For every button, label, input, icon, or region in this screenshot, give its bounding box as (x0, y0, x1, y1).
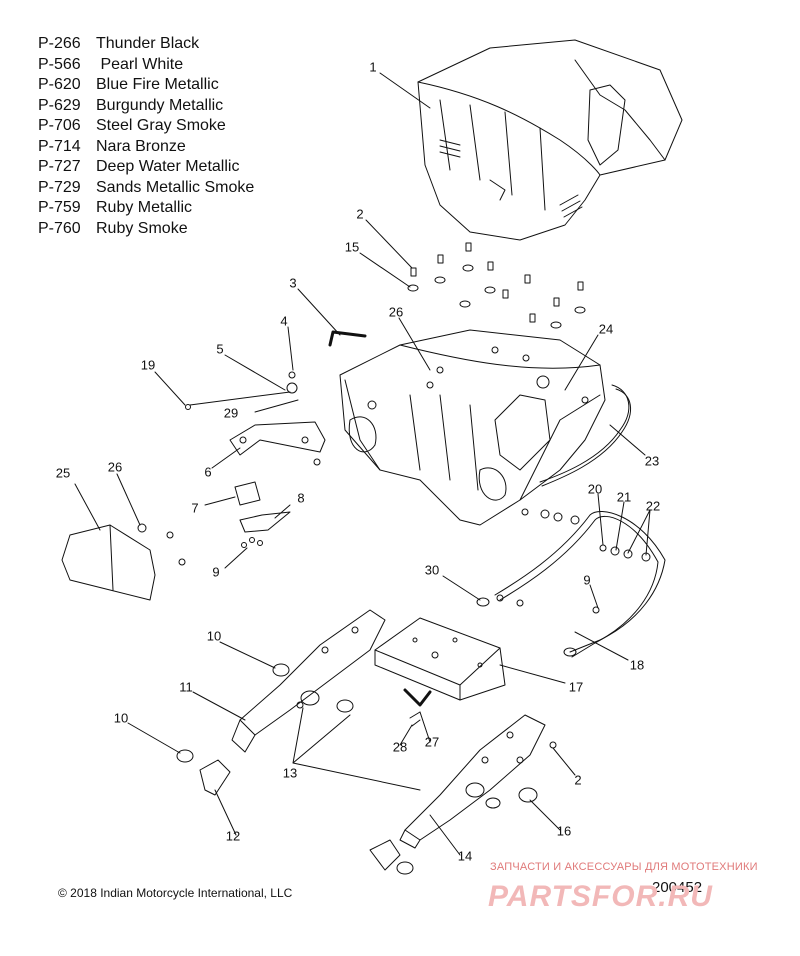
part-24-trunk-base (339, 329, 606, 526)
paint-name: Ruby Metallic (96, 199, 193, 216)
callout-number: 10 (113, 710, 129, 726)
part-6-bracket (229, 421, 326, 466)
callout-number: 27 (424, 734, 440, 750)
part-11-bracket (231, 609, 386, 753)
part-17-plate (374, 617, 506, 701)
paint-name: Pearl White (96, 55, 184, 73)
legend-row: P-706 Steel Gray Smoke (38, 116, 254, 137)
callout-number: 5 (216, 341, 224, 357)
paint-code: P-566 (38, 55, 81, 73)
callout-number: 12 (225, 828, 241, 844)
callout-number: 3 (289, 275, 297, 291)
paint-code: P-759 (38, 199, 81, 216)
paint-code: P-727 (38, 158, 81, 175)
callout-number: 7 (191, 500, 199, 516)
legend-row: P-760 Ruby Smoke (38, 219, 254, 240)
part-14-bracket (369, 714, 557, 875)
callout-number: 26 (388, 304, 404, 320)
copyright-text: © 2018 Indian Motorcycle International, … (58, 886, 293, 900)
callout-number: 30 (424, 562, 440, 578)
callout-number: 29 (223, 405, 239, 421)
part-25-pad (61, 523, 186, 601)
callout-number: 19 (140, 357, 156, 373)
watermark-tagline: ЗАПЧАСТИ И АКСЕССУАРЫ ДЛЯ МОТОТЕХНИКИ (490, 861, 758, 873)
diagram-reference-number: 200452 (652, 879, 703, 896)
leader-lines (74, 72, 651, 856)
callout-number: 18 (629, 657, 645, 673)
paint-name: Sands Metallic Smoke (96, 178, 255, 196)
part-7-latch (234, 481, 291, 548)
legend-row: P-629 Burgundy Metallic (38, 96, 254, 117)
callout-number: 25 (55, 465, 71, 481)
callout-number: 23 (644, 453, 660, 469)
paint-name: Blue Fire Metallic (96, 76, 219, 93)
paint-code: P-629 (38, 96, 81, 114)
legend-row: P-714 Nara Bronze (38, 137, 254, 158)
paint-code: P-714 (38, 137, 81, 155)
callout-number: 21 (616, 489, 632, 505)
callout-number: 14 (457, 848, 473, 864)
callout-number: 9 (583, 572, 591, 588)
callout-number: 15 (344, 239, 360, 255)
callout-number: 17 (568, 679, 584, 695)
callout-number: 20 (587, 481, 603, 497)
callout-number: 22 (645, 498, 661, 514)
legend-row: P-729 Sands Metallic Smoke (38, 178, 254, 199)
callout-number: 6 (204, 464, 212, 480)
part-1-lid (417, 39, 683, 241)
watermark-logo: PARTSFOR.RU (488, 880, 713, 913)
paint-code: P-266 (38, 35, 81, 52)
part-28-screw (409, 711, 421, 727)
legend-row: P-266 Thunder Black (38, 34, 254, 55)
paint-code: P-706 (38, 117, 81, 134)
paint-code: P-760 (38, 219, 81, 237)
callout-number: 9 (212, 564, 220, 580)
callout-number: 16 (556, 823, 572, 839)
legend-row: P-620 Blue Fire Metallic (38, 75, 254, 96)
part-27-clip (403, 688, 432, 707)
paint-code: P-620 (38, 76, 81, 93)
paint-name: Steel Gray Smoke (96, 117, 226, 134)
part-18-rail (476, 508, 666, 658)
legend-row: P-727 Deep Water Metallic (38, 157, 254, 178)
paint-name: Nara Bronze (96, 137, 186, 155)
legend-row: P-759 Ruby Metallic (38, 198, 254, 219)
paint-code: P-729 (38, 178, 81, 196)
paint-name: Deep Water Metallic (96, 158, 240, 175)
callout-number: 4 (280, 313, 288, 329)
part-10-spacer (176, 749, 194, 763)
paint-name: Ruby Smoke (96, 219, 188, 237)
callout-number: 11 (179, 679, 193, 695)
callout-number: 24 (598, 321, 614, 337)
callout-number: 26 (107, 459, 123, 475)
paint-name: Burgundy Metallic (96, 96, 224, 114)
callout-number: 1 (369, 59, 377, 75)
hardware-bolts (407, 242, 586, 329)
part-12-guard (199, 759, 231, 796)
callout-number: 10 (206, 628, 222, 644)
paint-name: Thunder Black (96, 35, 200, 52)
callout-number: 28 (392, 739, 408, 755)
callout-number: 2 (574, 772, 582, 788)
legend-row: P-566 Pearl White (38, 55, 254, 76)
part-3-seal (328, 330, 367, 347)
callout-number: 2 (356, 206, 364, 222)
part-5-cable (185, 371, 298, 410)
callout-number: 8 (297, 490, 305, 506)
callout-number: 13 (282, 765, 298, 781)
